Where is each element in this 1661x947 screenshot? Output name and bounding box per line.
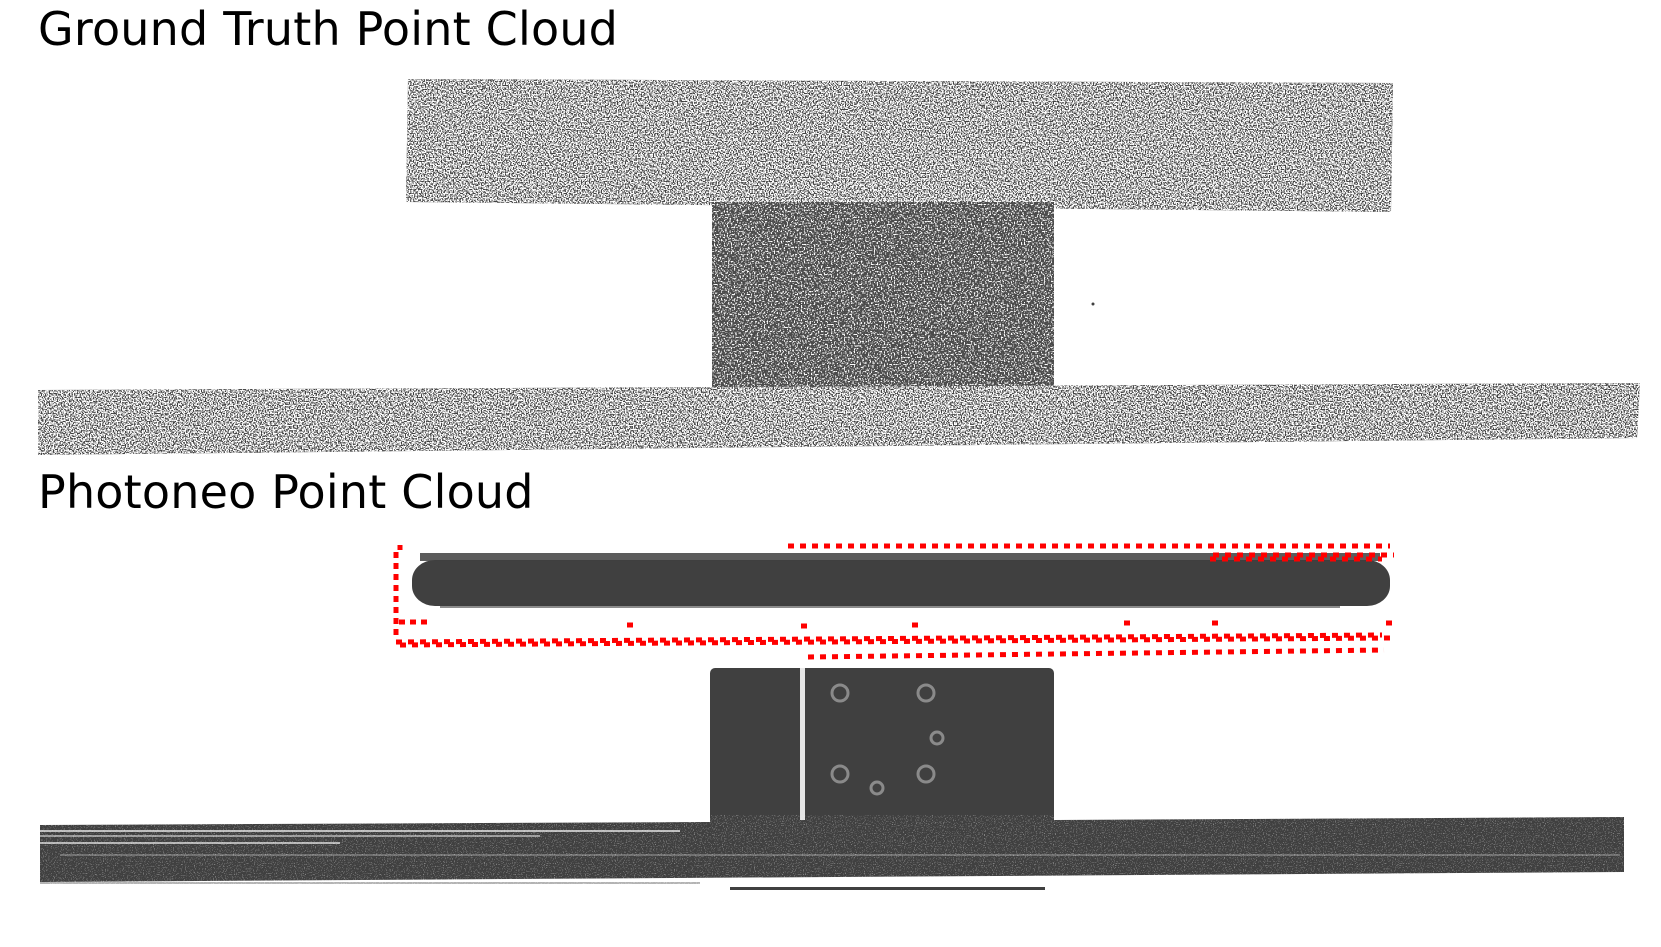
photoneo-middle-block — [710, 668, 1054, 828]
ground-truth-title: Ground Truth Point Cloud — [38, 2, 619, 56]
photoneo-title: Photoneo Point Cloud — [38, 465, 534, 519]
photoneo-point-cloud — [30, 543, 1630, 890]
photoneo-base-noise — [30, 815, 1630, 885]
photoneo-outlier-points — [393, 543, 1394, 660]
gt-top-plate — [406, 79, 1393, 212]
photoneo-top-plate — [412, 553, 1390, 608]
ground-truth-point-cloud — [38, 79, 1640, 455]
gt-base-plate — [38, 383, 1640, 455]
